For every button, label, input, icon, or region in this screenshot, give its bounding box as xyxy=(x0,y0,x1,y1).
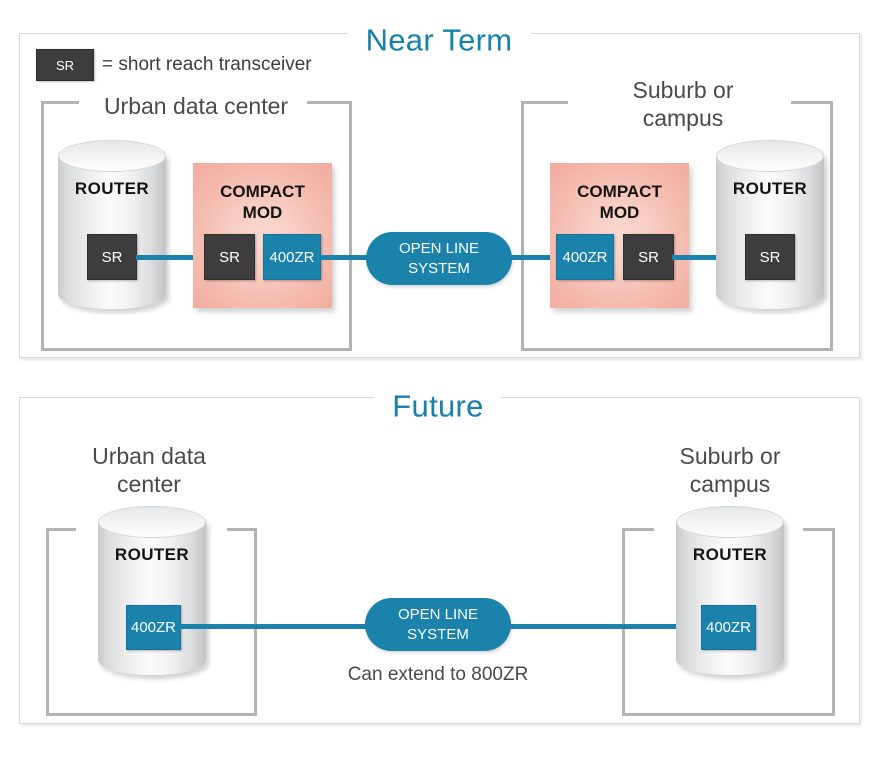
link-router-to-compactmod-left xyxy=(136,255,206,260)
router-label: ROUTER xyxy=(74,179,150,198)
legend: SR = short reach transceiver xyxy=(36,49,312,81)
transceiver-sr-router-left-near: SR xyxy=(87,234,137,280)
transceiver-400zr-compactmod-right-near: 400ZR xyxy=(556,234,614,280)
compact-mod-label: COMPACT MOD xyxy=(220,182,305,223)
bracket-urban-data-center-future xyxy=(46,528,257,716)
transceiver-400zr-compactmod-left-near: 400ZR xyxy=(263,234,321,280)
legend-sr-chip: SR xyxy=(36,49,94,81)
router-label: ROUTER xyxy=(692,545,768,564)
future-section-title: Future xyxy=(374,390,502,422)
legend-description: = short reach transceiver xyxy=(102,54,312,75)
link-compactmod-to-router-right xyxy=(672,255,748,260)
bracket-urban-data-center-near xyxy=(41,101,352,351)
link-router-to-ols-left-future xyxy=(178,624,366,629)
transceiver-400zr-router-left-future: 400ZR xyxy=(126,605,181,650)
router-cylinder-right-near: ROUTER xyxy=(716,140,824,309)
group-label-suburb-campus-future: Suburb or campus xyxy=(679,443,781,498)
cylinder-top-ellipse xyxy=(716,140,824,172)
cylinder-top-ellipse xyxy=(676,506,784,538)
open-line-system-near: OPEN LINE SYSTEM xyxy=(366,232,512,285)
group-label-urban-data-center-near: Urban data center xyxy=(103,93,289,119)
cylinder-top-ellipse xyxy=(58,140,166,172)
link-compactmod-to-ols-left xyxy=(319,255,379,260)
compact-mod-label: COMPACT MOD xyxy=(577,182,662,223)
link-ols-to-router-right-future xyxy=(510,624,704,629)
future-note: Can extend to 800ZR xyxy=(347,664,529,685)
open-line-system-future: OPEN LINE SYSTEM xyxy=(365,598,511,651)
bracket-suburb-campus-future xyxy=(622,528,835,716)
transceiver-sr-compactmod-left-near: SR xyxy=(204,234,255,280)
router-cylinder-left-near: ROUTER xyxy=(58,140,166,309)
group-label-suburb-campus-near: Suburb or campus xyxy=(632,77,734,132)
transceiver-sr-router-right-near: SR xyxy=(745,234,795,280)
transceiver-sr-compactmod-right-near: SR xyxy=(623,234,674,280)
router-label: ROUTER xyxy=(732,179,808,198)
bracket-suburb-campus-near xyxy=(521,101,833,351)
link-ols-to-compactmod-right xyxy=(498,255,558,260)
near-term-section-title: Near Term xyxy=(347,24,531,56)
router-label: ROUTER xyxy=(114,545,190,564)
transceiver-400zr-router-right-future: 400ZR xyxy=(701,605,756,650)
cylinder-top-ellipse xyxy=(98,506,206,538)
group-label-urban-data-center-future: Urban data center xyxy=(92,443,206,498)
